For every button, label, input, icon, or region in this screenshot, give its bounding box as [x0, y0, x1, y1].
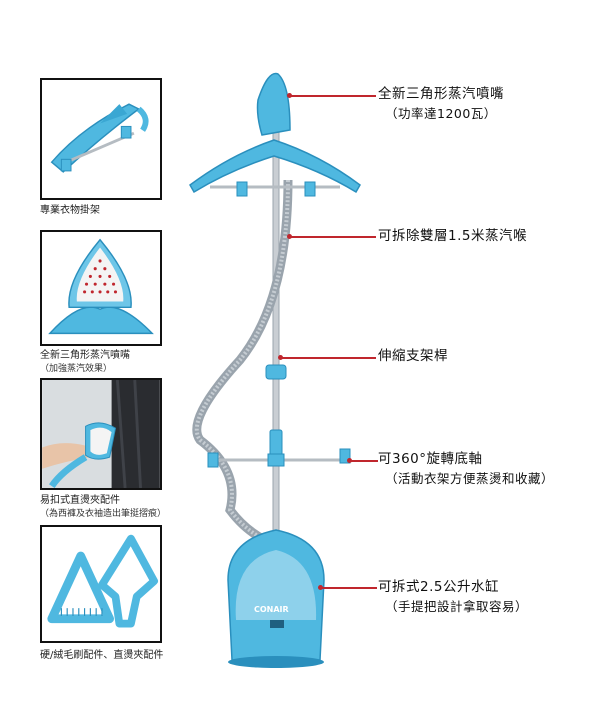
accessory-caption-2: 全新三角形蒸汽噴嘴 — [40, 350, 130, 361]
leader-dot-5 — [318, 585, 323, 590]
garment-steamer-illustration: CONAIR — [189, 72, 361, 668]
thumb-brush-attachments — [40, 525, 162, 643]
feature-label-5: 可拆式2.5公升水缸 — [378, 579, 499, 595]
brush-attachments-image — [42, 527, 160, 641]
accessory-subcaption-2: （加強蒸汽效果） — [40, 364, 113, 374]
feature-sublabel-5: （手提把設計拿取容易） — [385, 599, 529, 614]
thumb-crease-clip — [40, 378, 162, 490]
leader-dot-4 — [347, 458, 352, 463]
leader-line-1 — [290, 95, 376, 97]
accessory-caption-3: 易扣式直燙夾配件 — [40, 495, 120, 506]
leader-line-3 — [281, 357, 376, 359]
leader-line-4 — [350, 460, 378, 462]
feature-label-2: 可拆除雙層1.5米蒸汽喉 — [378, 228, 527, 244]
crease-clip-image — [42, 380, 160, 488]
leader-dot-2 — [287, 234, 292, 239]
brand-logo: CONAIR — [254, 605, 289, 614]
leader-dot-1 — [287, 93, 292, 98]
accessory-subcaption-3: （為西褲及衣袖造出筆挺摺痕） — [40, 509, 167, 519]
leader-line-5 — [321, 587, 377, 589]
accessory-caption-4: 硬/絨毛刷配件、直燙夾配件 — [40, 650, 164, 661]
thumb-garment-hanger — [40, 78, 162, 200]
leader-dot-3 — [278, 355, 283, 360]
garment-hanger-image — [42, 80, 160, 198]
thumb-steam-nozzle — [40, 230, 162, 346]
feature-label-1: 全新三角形蒸汽噴嘴 — [378, 86, 504, 102]
accessory-caption-1: 專業衣物掛架 — [40, 205, 100, 216]
feature-label-3: 伸縮支架桿 — [378, 348, 448, 364]
feature-sublabel-4: （活動衣架方便蒸燙和收藏） — [385, 471, 555, 486]
feature-label-4: 可360°旋轉底軸 — [378, 451, 483, 467]
leader-line-2 — [290, 236, 376, 238]
steam-nozzle-image — [42, 232, 160, 344]
feature-sublabel-1: （功率達1200瓦） — [385, 106, 497, 121]
